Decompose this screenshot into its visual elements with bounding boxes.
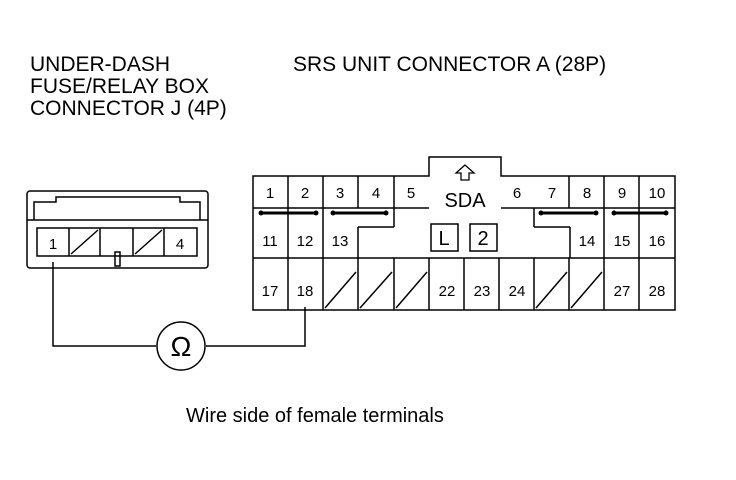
empty-cavity-21 bbox=[395, 271, 428, 309]
probe-wire-terminal-1 bbox=[52, 262, 156, 347]
connector-j-empty-cavity-3 bbox=[134, 229, 163, 255]
terminal-27: 27 bbox=[614, 283, 631, 300]
empty-cavity-26 bbox=[570, 271, 603, 309]
terminal-9: 9 bbox=[618, 185, 626, 202]
connector-j-lock-tab bbox=[33, 196, 201, 220]
terminal-2: 2 bbox=[301, 185, 309, 202]
srs-connector-title: SRS UNIT CONNECTOR A (28P) bbox=[293, 53, 607, 76]
fuse-box-connector-title: UNDER-DASH FUSE/RELAY BOX CONNECTOR J (4… bbox=[30, 54, 227, 120]
ohmmeter-icon bbox=[156, 321, 206, 371]
srs-unit-connector-a: SDA L 2 1 2 3 4 5 6 7 8 9 10 11 12 13 14… bbox=[252, 156, 676, 311]
terminal-8: 8 bbox=[583, 185, 591, 202]
terminal-22: 22 bbox=[439, 283, 456, 300]
terminal-j-1: 1 bbox=[49, 236, 57, 253]
empty-cavity-25 bbox=[535, 271, 568, 309]
fuse-box-connector-j: 1 4 bbox=[26, 190, 209, 269]
terminal-4: 4 bbox=[372, 185, 380, 202]
two-box-label: 2 bbox=[477, 228, 488, 250]
terminal-18: 18 bbox=[297, 283, 314, 300]
empty-cavity-19 bbox=[324, 271, 357, 309]
terminal-5: 5 bbox=[407, 185, 415, 202]
terminal-1: 1 bbox=[266, 185, 274, 202]
terminal-3: 3 bbox=[336, 185, 344, 202]
terminal-14: 14 bbox=[579, 233, 596, 250]
l-box bbox=[430, 223, 459, 252]
up-arrow-icon bbox=[454, 164, 476, 181]
connector-j-cavity-row bbox=[36, 227, 198, 257]
connector-j-key bbox=[114, 251, 121, 267]
terminal-24: 24 bbox=[509, 283, 526, 300]
terminal-12: 12 bbox=[297, 233, 314, 250]
connector-j-housing bbox=[26, 190, 209, 269]
fuse-box-title-line-2: FUSE/RELAY BOX bbox=[30, 75, 209, 98]
terminal-6: 6 bbox=[513, 185, 521, 202]
fuse-box-title-line-1: UNDER-DASH bbox=[30, 53, 171, 76]
terminal-13: 13 bbox=[332, 233, 349, 250]
terminal-17: 17 bbox=[262, 283, 279, 300]
l-box-label: L bbox=[438, 228, 449, 250]
ohm-symbol: Ω bbox=[171, 331, 192, 362]
fuse-box-title-line-3: CONNECTOR J (4P) bbox=[30, 97, 227, 120]
two-box bbox=[469, 223, 498, 252]
terminal-10: 10 bbox=[649, 185, 666, 202]
ohmmeter-circuit: Ω bbox=[52, 262, 306, 371]
empty-cavity-20 bbox=[359, 271, 393, 309]
terminal-15: 15 bbox=[614, 233, 631, 250]
terminal-11: 11 bbox=[262, 233, 278, 250]
terminal-16: 16 bbox=[649, 233, 666, 250]
probe-wire-terminal-18 bbox=[206, 307, 306, 347]
wire-side-caption: Wire side of female terminals bbox=[186, 405, 444, 427]
terminal-7: 7 bbox=[548, 185, 556, 202]
terminal-j-4: 4 bbox=[176, 236, 184, 253]
connector-j-empty-cavity-2 bbox=[70, 229, 99, 255]
terminal-23: 23 bbox=[474, 283, 491, 300]
terminal-28: 28 bbox=[649, 283, 666, 300]
sda-label: SDA bbox=[444, 190, 486, 212]
